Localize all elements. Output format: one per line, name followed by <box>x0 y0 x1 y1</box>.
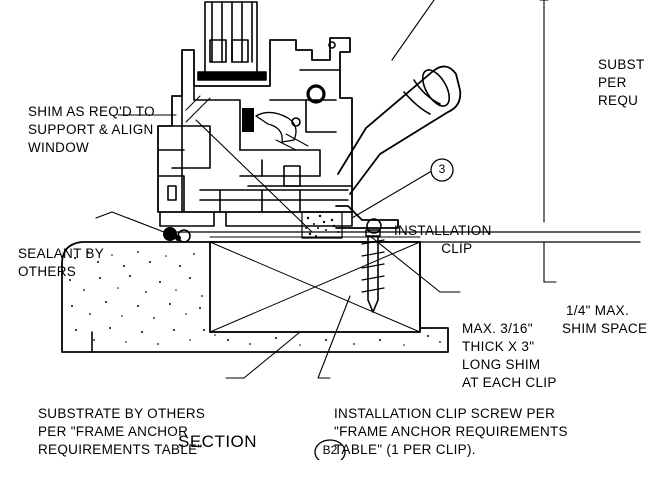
crank-handle <box>337 65 462 195</box>
shim-space-label: 1/4" MAX.SHIM SPACE <box>562 303 648 336</box>
sealant-bead <box>163 227 191 243</box>
wood-buck <box>209 241 421 333</box>
section-title: SECTION <box>178 432 258 451</box>
section-ref-b2: B2 <box>322 443 338 457</box>
callout-b2-circle <box>314 439 346 460</box>
dimension-line <box>539 0 557 283</box>
window-sill-section-drawing <box>61 0 641 460</box>
installation-clip-number: 3 <box>438 162 446 176</box>
shim-speckle <box>301 211 343 239</box>
installation-clip <box>335 205 399 234</box>
clip-screw <box>361 229 385 313</box>
window-frame-profile <box>157 1 353 227</box>
leader-lines <box>95 0 461 379</box>
clip-screw-label: INSTALLATION CLIP SCREW PER"FRAME ANCHOR… <box>334 406 568 457</box>
callout-3-circle <box>430 158 454 182</box>
shim-line <box>175 231 641 243</box>
concrete-substrate <box>61 241 449 353</box>
